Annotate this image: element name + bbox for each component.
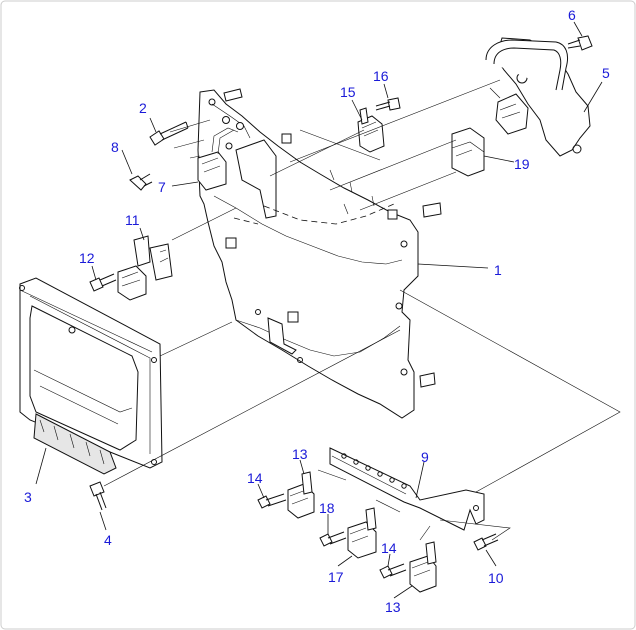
connector-19 [451, 127, 485, 177]
callout-15: 15 [340, 84, 356, 100]
ecu-module [19, 277, 163, 475]
bolt-14-upper [257, 493, 287, 509]
callout-12: 12 [79, 250, 95, 266]
bolt-16 [375, 97, 401, 111]
bolt-6 [567, 35, 593, 51]
bolt-4 [89, 481, 107, 511]
connector-7 [197, 116, 244, 191]
leader-lines [35, 21, 603, 599]
relay-17 [347, 507, 377, 559]
relay-11 [117, 235, 173, 301]
bolt-10 [473, 533, 499, 551]
relay-13-lower [409, 541, 437, 593]
callout-13-lower: 13 [385, 599, 401, 615]
clip-8 [129, 173, 153, 191]
callout-19: 19 [514, 156, 530, 172]
callout-17: 17 [328, 569, 344, 585]
callout-1: 1 [494, 262, 502, 278]
callout-18: 18 [319, 500, 335, 516]
callout-2: 2 [139, 100, 147, 116]
bracket-5 [485, 37, 591, 157]
relay-bracket-9 [329, 447, 485, 531]
mounting-plate [197, 88, 442, 419]
callout-14-upper: 14 [247, 470, 263, 486]
callout-16: 16 [373, 68, 389, 84]
callout-13-upper: 13 [292, 446, 308, 462]
callout-5: 5 [602, 65, 610, 81]
callout-6: 6 [568, 7, 576, 23]
callout-8: 8 [111, 139, 119, 155]
callout-9: 9 [421, 449, 429, 465]
callout-11: 11 [125, 212, 140, 228]
bolt-18 [319, 531, 347, 547]
bolt-14-lower [379, 563, 407, 579]
relay-13-upper [287, 471, 315, 519]
callout-labels: 1 2 3 4 5 6 7 8 9 10 11 12 13 13 14 14 1… [24, 7, 610, 615]
callout-7: 7 [158, 179, 166, 195]
callout-3: 3 [24, 489, 32, 505]
callout-14-lower: 14 [381, 540, 397, 556]
callout-10: 10 [488, 570, 504, 586]
callout-4: 4 [104, 532, 112, 548]
